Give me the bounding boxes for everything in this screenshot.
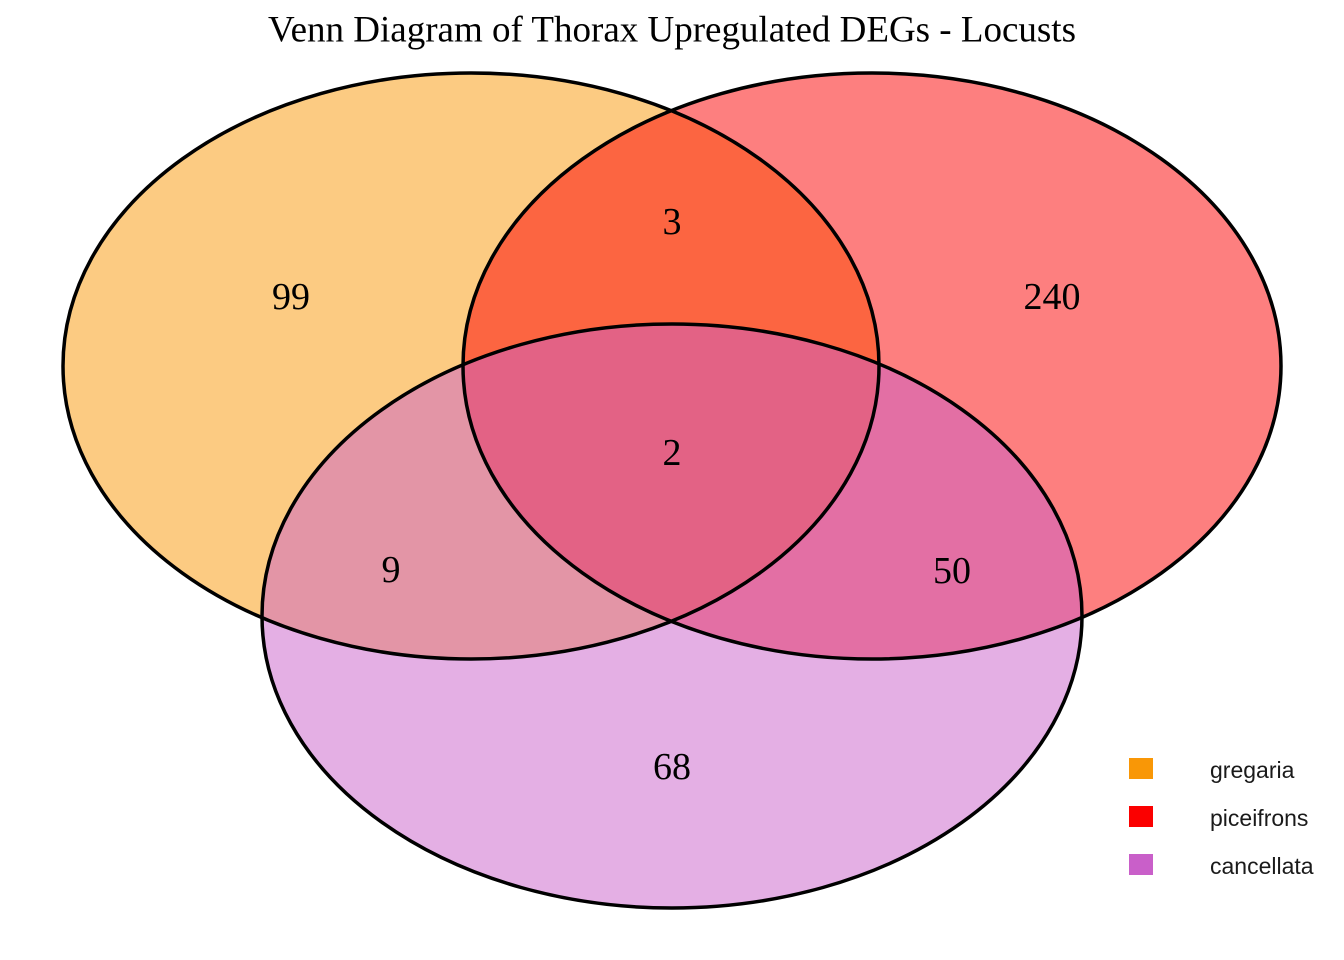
legend-label-cancellata: cancellata (1210, 853, 1314, 879)
chart-title: Venn Diagram of Thorax Upregulated DEGs … (268, 10, 1076, 51)
set-ellipse-cancellata (262, 324, 1082, 908)
legend-swatch-gregaria (1129, 758, 1153, 779)
outline-ellipse-cancellata (260, 322, 1084, 910)
legend-swatch-cancellata (1129, 854, 1153, 875)
region-count-gregaria-piceifrons: 3 (663, 201, 682, 243)
legend-item-gregaria: gregaria (1129, 757, 1295, 783)
legend: gregaria piceifrons cancellata (1129, 757, 1314, 879)
region-count-piceifrons-cancellata: 50 (933, 550, 971, 592)
legend-label-gregaria: gregaria (1210, 757, 1295, 783)
legend-item-cancellata: cancellata (1129, 853, 1314, 879)
legend-label-piceifrons: piceifrons (1210, 805, 1308, 831)
region-count-piceifrons-only: 240 (1024, 276, 1081, 318)
region-count-cancellata-only: 68 (653, 746, 691, 788)
region-count-all-three: 2 (663, 432, 682, 474)
legend-swatch-piceifrons (1129, 806, 1153, 827)
venn-region-labels: 99 240 3 2 9 50 68 (272, 201, 1081, 788)
venn-set-outlines (61, 71, 1283, 910)
region-count-gregaria-only: 99 (272, 276, 310, 318)
venn-set-fills (63, 73, 1281, 908)
outline-ellipse-gregaria (61, 71, 881, 661)
region-count-gregaria-cancellata: 9 (382, 549, 401, 591)
legend-item-piceifrons: piceifrons (1129, 805, 1308, 831)
